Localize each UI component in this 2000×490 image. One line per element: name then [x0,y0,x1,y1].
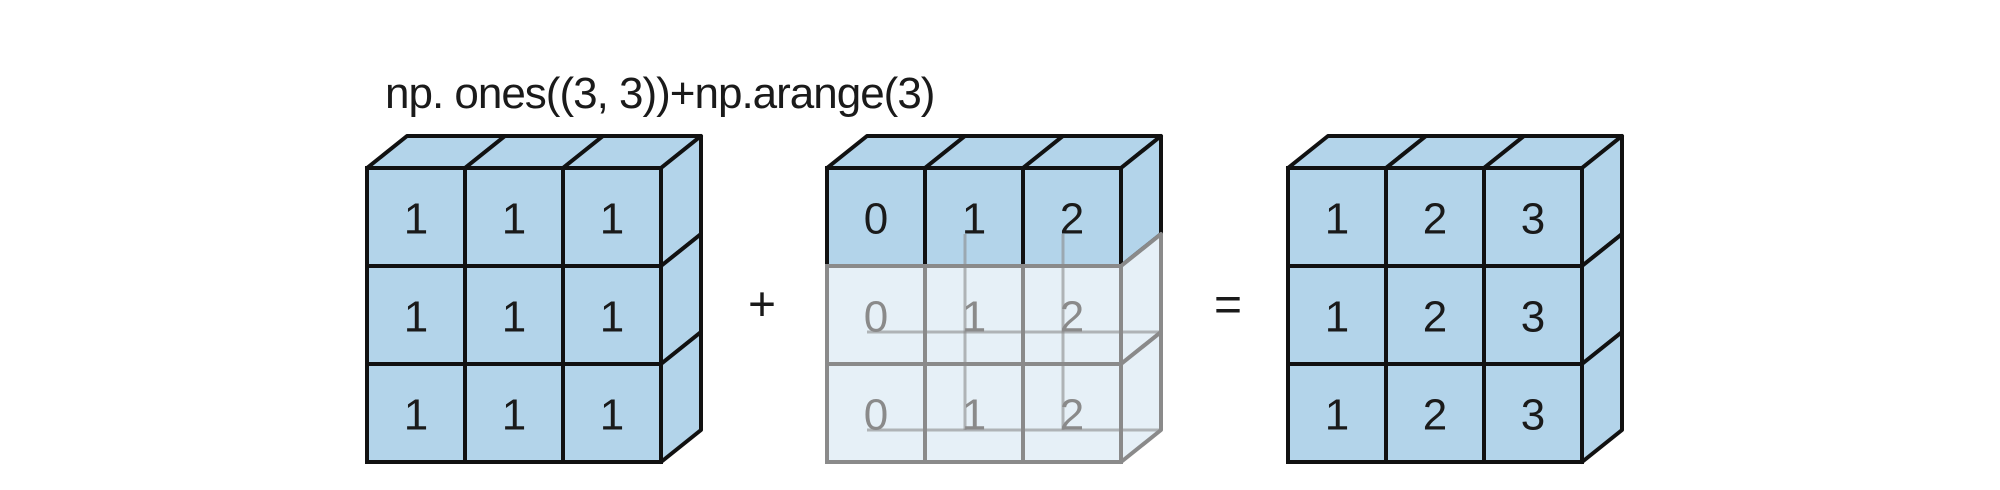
cell-value: 1 [1325,195,1349,244]
cell-value: 1 [502,293,526,342]
cell-value: 0 [864,391,888,440]
array-ones: 1 1 1 1 1 1 1 1 1 [365,134,703,464]
array-cell [1286,166,1388,268]
cell-value: 3 [1521,391,1545,440]
plus-operator: + [748,279,776,332]
array-cell [923,166,1025,268]
array-cell [1482,166,1584,268]
cell-value: 0 [864,195,888,244]
cell-value: 1 [600,195,624,244]
cell-value: 1 [502,195,526,244]
cell-value: 1 [502,391,526,440]
array-result: 1 2 3 1 2 3 1 2 3 [1286,134,1624,464]
array-cell [825,166,927,268]
array-cell [463,362,565,464]
array-cell [1482,362,1584,464]
broadcast-cell [923,362,1025,464]
broadcast-cell [825,362,927,464]
caption-expression: np. ones((3, 3))+np.arange(3) [385,69,934,118]
broadcast-cell [923,264,1025,366]
cell-value: 2 [1423,195,1447,244]
cell-value: 1 [600,293,624,342]
equals-operator: = [1214,279,1242,332]
array-cell [1286,362,1388,464]
cell-value: 1 [404,391,428,440]
array-cell [365,166,467,268]
cell-value: 2 [1423,391,1447,440]
cell-value: 1 [600,391,624,440]
cell-value: 1 [404,293,428,342]
array-cell [561,264,663,366]
broadcast-cell [1021,362,1123,464]
array-cell [561,362,663,464]
array-cell [463,166,565,268]
array-cell [561,166,663,268]
cell-value: 3 [1521,195,1545,244]
cell-value: 1 [404,195,428,244]
cell-value: 2 [1423,293,1447,342]
array-cell [365,362,467,464]
cell-value: 3 [1521,293,1545,342]
cell-value: 0 [864,293,888,342]
array-cell [1021,166,1123,268]
array-cell [1286,264,1388,366]
cell-value: 1 [1325,293,1349,342]
cell-value: 1 [1325,391,1349,440]
